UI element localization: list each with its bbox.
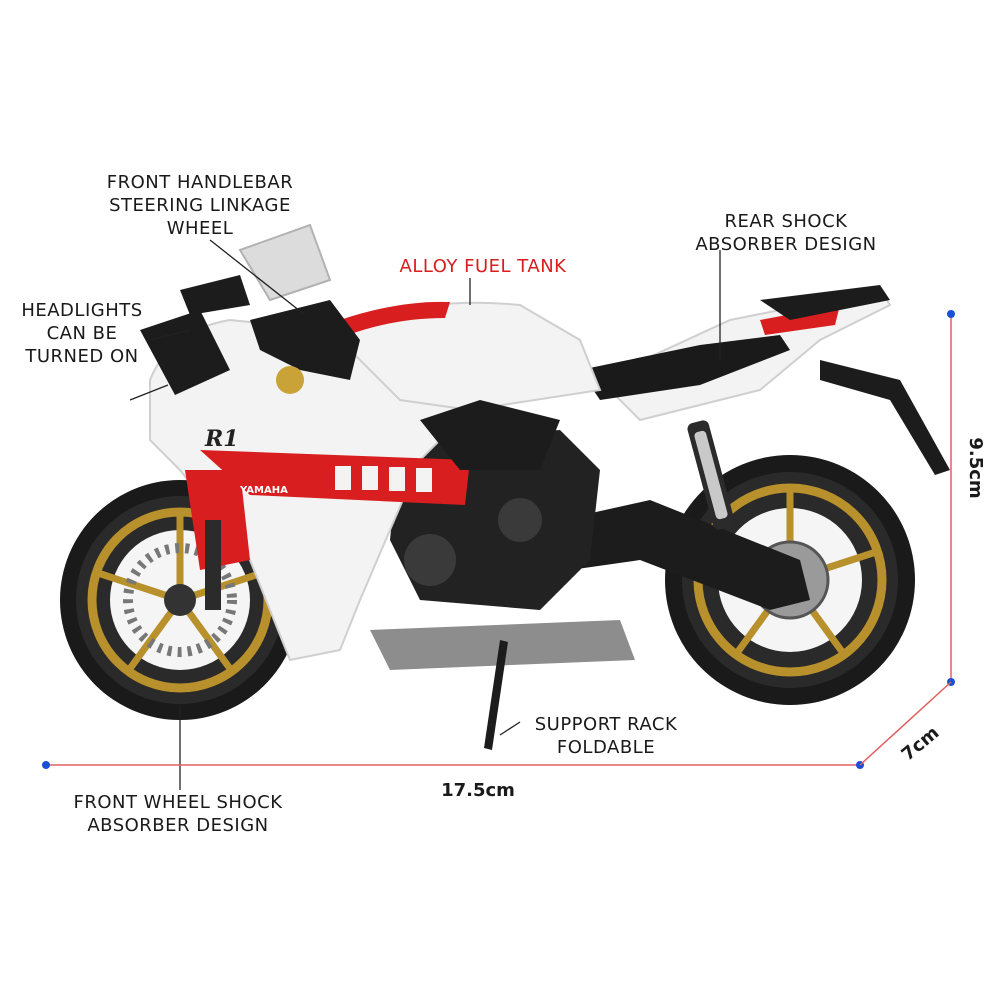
label-support-rack-1: SUPPORT RACK: [535, 714, 678, 735]
rear-shock: [687, 420, 735, 530]
tail-cowl: [760, 285, 890, 320]
label-front-handlebar-3: WHEEL: [167, 218, 234, 239]
motorcycle: [60, 223, 950, 750]
model-badge: R1: [204, 426, 239, 452]
height-dot-top: [947, 310, 955, 318]
label-front-handlebar-2: STEERING LINKAGE: [109, 195, 291, 216]
handlebar: [250, 300, 360, 380]
label-alloy-fuel-tank: ALLOY FUEL TANK: [400, 256, 568, 277]
label-headlights-1: HEADLIGHTS: [21, 300, 142, 321]
label-rear-shock-1: REAR SHOCK: [725, 211, 849, 232]
dimension-height: 9.5cm: [965, 437, 986, 498]
seat: [580, 335, 790, 400]
label-headlights-3: TURNED ON: [24, 346, 138, 367]
dimension-length: 17.5cm: [441, 780, 515, 801]
brand-badge: YAMAHA: [239, 485, 288, 496]
label-support-rack-2: FOLDABLE: [557, 737, 655, 758]
label-front-handlebar-1: FRONT HANDLEBAR: [107, 172, 293, 193]
label-front-wheel-shock-1: FRONT WHEEL SHOCK: [73, 792, 283, 813]
band-pattern: [335, 466, 432, 492]
license-bracket: [820, 360, 950, 475]
label-rear-shock-2: ABSORBER DESIGN: [695, 234, 876, 255]
label-headlights-2: CAN BE: [47, 323, 118, 344]
width-line: [859, 681, 952, 766]
side-frame: [420, 400, 560, 470]
length-dot-left: [42, 761, 50, 769]
callout-lines: [129, 239, 721, 790]
dimension-lines: [42, 310, 955, 769]
label-front-wheel-shock-2: ABSORBER DESIGN: [87, 815, 268, 836]
callout-labels: FRONT HANDLEBAR STEERING LINKAGE WHEEL R…: [21, 172, 876, 836]
kickstand: [484, 640, 508, 750]
windscreen: [238, 223, 332, 302]
headlight: [140, 310, 230, 395]
swingarm: [560, 500, 810, 610]
tank-stripe: [340, 301, 450, 335]
mirror: [180, 275, 250, 315]
dimension-width: 7cm: [898, 722, 944, 765]
